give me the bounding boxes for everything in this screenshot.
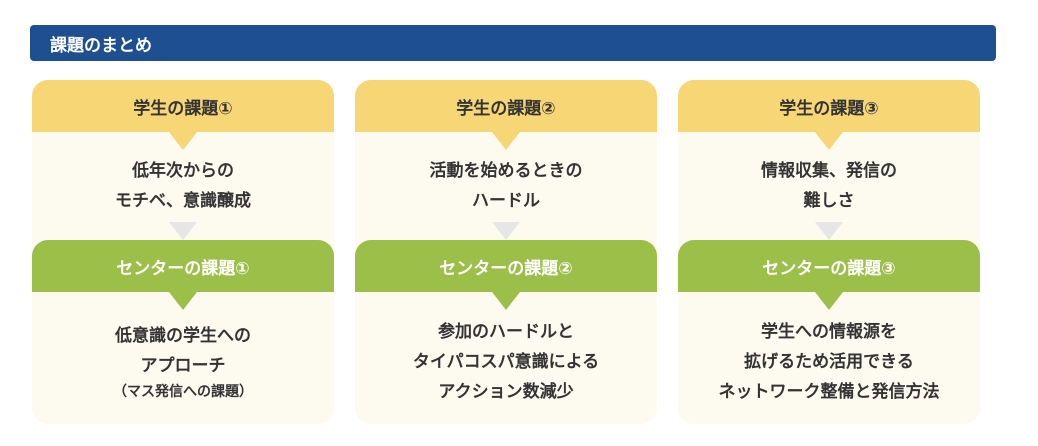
center-issue-body: 低意識の学生への アプローチ （マス発信への課題） (32, 312, 334, 412)
down-arrow-icon (492, 292, 520, 310)
center-issue-line: 参加のハードルと (438, 322, 574, 342)
down-arrow-icon (169, 222, 197, 240)
student-issue-header: 学生の課題① (32, 80, 334, 132)
student-issue-line: 低年次からの (132, 161, 234, 181)
center-issue-header: センターの課題① (32, 240, 334, 292)
center-issue-line: ネットワーク整備と発信方法 (718, 382, 940, 402)
down-arrow-icon (169, 292, 197, 310)
center-issue-line: アプローチ (140, 356, 226, 376)
center-issue-header: センターの課題② (355, 240, 657, 292)
center-issue-title: センターの課題② (439, 258, 573, 279)
student-issue-line: 活動を始めるときの (429, 161, 583, 181)
center-issue-title: センターの課題① (116, 258, 250, 279)
student-issue-body: 情報収集、発信の 難しさ (678, 152, 980, 220)
center-issue-note: （マス発信への課題） (113, 384, 253, 400)
center-issue-title: センターの課題③ (762, 258, 896, 279)
student-issue-body: 低年次からの モチベ、意識醸成 (32, 152, 334, 220)
center-issue-line: 低意識の学生への (115, 326, 251, 346)
center-issue-line: 拡げるため活用できる (744, 352, 914, 372)
student-issue-header: 学生の課題③ (678, 80, 980, 132)
center-issue-body: 学生への情報源を 拡げるため活用できる ネットワーク整備と発信方法 (678, 312, 980, 412)
center-issue-line: タイパコスパ意識による (412, 352, 600, 372)
center-issue-header: センターの課題③ (678, 240, 980, 292)
issue-column-2: 学生の課題② 活動を始めるときの ハードル センターの課題② 参加のハードルと … (355, 80, 657, 424)
student-issue-header: 学生の課題② (355, 80, 657, 132)
down-arrow-icon (492, 132, 520, 150)
down-arrow-icon (492, 222, 520, 240)
student-issue-line: モチベ、意識醸成 (115, 191, 251, 211)
down-arrow-icon (815, 292, 843, 310)
issue-column-1: 学生の課題① 低年次からの モチベ、意識醸成 センターの課題① 低意識の学生への… (32, 80, 334, 424)
down-arrow-icon (169, 132, 197, 150)
section-title: 課題のまとめ (50, 35, 152, 56)
down-arrow-icon (815, 132, 843, 150)
down-arrow-icon (815, 222, 843, 240)
center-issue-line: 学生への情報源を (761, 322, 897, 342)
student-issue-title: 学生の課題① (133, 98, 233, 119)
center-issue-body: 参加のハードルと タイパコスパ意識による アクション数減少 (355, 312, 657, 412)
issue-column-3: 学生の課題③ 情報収集、発信の 難しさ センターの課題③ 学生への情報源を 拡げ… (678, 80, 980, 424)
student-issue-body: 活動を始めるときの ハードル (355, 152, 657, 220)
student-issue-title: 学生の課題② (456, 98, 556, 119)
center-issue-line: アクション数減少 (438, 382, 574, 402)
student-issue-line: 難しさ (803, 191, 855, 211)
section-header: 課題のまとめ (30, 25, 996, 61)
student-issue-line: ハードル (472, 191, 540, 211)
student-issue-line: 情報収集、発信の (761, 161, 897, 181)
student-issue-title: 学生の課題③ (779, 98, 879, 119)
